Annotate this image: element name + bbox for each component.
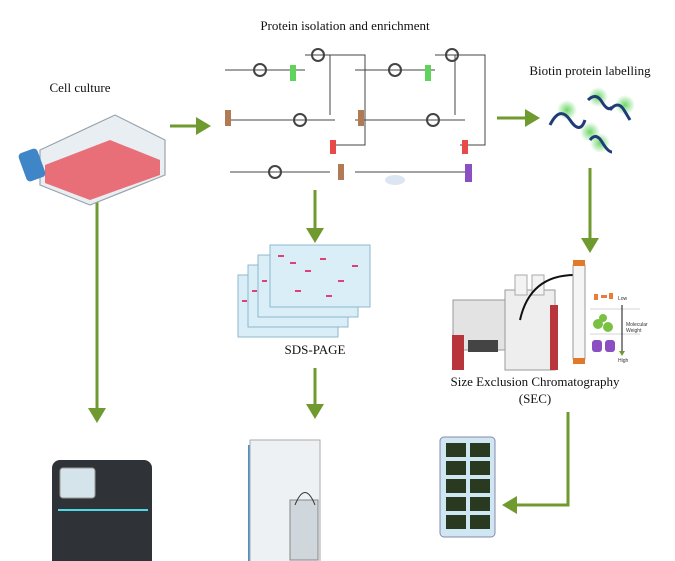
protein-isolation-label: Protein isolation and enrichment <box>260 18 430 33</box>
sec-column-icon: Low Molecular Weight High <box>572 260 648 364</box>
protocol-panel-1 <box>225 48 366 154</box>
arrow-sec-to-microarray <box>502 412 570 514</box>
mw-high-label: High <box>618 358 629 364</box>
mw-label-1: Molecular <box>626 322 648 328</box>
sds-page-gel-icon <box>237 244 371 338</box>
sec-label: Size Exclusion Chromatography <box>451 374 620 389</box>
cell-culture-label: Cell culture <box>49 80 110 95</box>
cell-culture-flask-icon <box>18 114 166 206</box>
protocol-panel-2 <box>355 48 486 154</box>
sequencer-icon <box>52 460 152 561</box>
mw-label-2: Weight <box>626 328 642 334</box>
protocol-flowchart-icon <box>225 48 486 185</box>
sec-abbrev-label: (SEC) <box>519 391 552 406</box>
sds-page-label: SDS-PAGE <box>285 342 346 357</box>
biotin-labelling-label: Biotin protein labelling <box>529 63 651 78</box>
mw-low-label: Low <box>618 296 628 302</box>
protocol-panel-3 <box>230 164 472 185</box>
biotinylated-protein-icon <box>548 87 635 154</box>
sec-instrument-icon <box>452 274 576 371</box>
microarray-icon <box>439 436 496 538</box>
arrows <box>88 109 599 514</box>
mass-spectrometer-icon <box>248 439 321 561</box>
